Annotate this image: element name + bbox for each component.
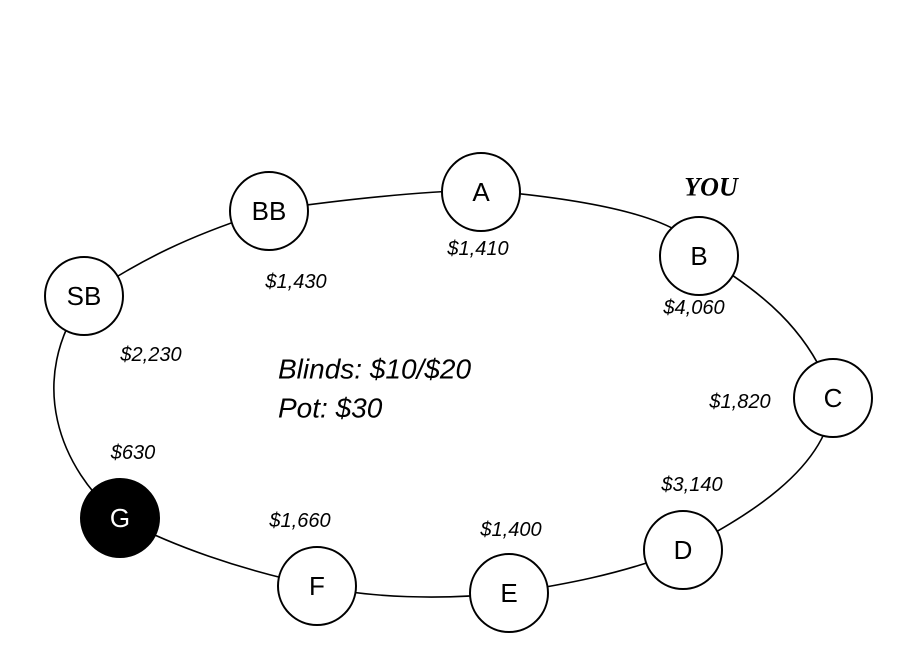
seat-f: F $1,660 <box>268 510 357 626</box>
pot-text: Pot: $30 <box>278 393 383 424</box>
seat-d: D $3,140 <box>643 474 723 590</box>
seat-g-label: G <box>110 503 130 533</box>
blinds-text: Blinds: $10/$20 <box>278 354 471 385</box>
seat-g-circle <box>80 478 160 558</box>
seat-a: A $1,410 <box>441 152 521 260</box>
seat-b: YOU B $4,060 <box>659 173 739 319</box>
seat-f-circle <box>277 546 357 626</box>
seat-g: G $630 <box>80 442 160 558</box>
seat-c-circle <box>793 358 873 438</box>
seat-b-circle <box>659 216 739 296</box>
table-outline <box>53 189 834 598</box>
seat-e-stack: $1,400 <box>479 519 541 541</box>
seat-c: C $1,820 <box>708 358 873 438</box>
seat-bb-label: BB <box>252 196 287 226</box>
seat-sb-circle <box>44 256 124 336</box>
seat-g-stack: $630 <box>110 442 156 464</box>
seat-sb: SB $2,230 <box>44 256 182 366</box>
you-label: YOU <box>684 173 739 202</box>
seat-sb-label: SB <box>67 281 102 311</box>
seat-a-label: A <box>472 177 490 207</box>
seat-b-label: B <box>690 241 707 271</box>
seat-bb-stack: $1,430 <box>264 271 326 293</box>
seat-sb-stack: $2,230 <box>119 344 181 366</box>
seat-d-label: D <box>674 535 693 565</box>
seat-a-stack: $1,410 <box>446 238 508 260</box>
seat-e: E $1,400 <box>469 519 549 633</box>
seat-b-stack: $4,060 <box>662 297 724 319</box>
seat-bb-circle <box>229 171 309 251</box>
seat-e-label: E <box>500 578 517 608</box>
seat-a-circle <box>441 152 521 232</box>
seat-d-circle <box>643 510 723 590</box>
seat-e-circle <box>469 553 549 633</box>
seat-d-stack: $3,140 <box>660 474 722 496</box>
seat-c-label: C <box>824 383 843 413</box>
seat-bb: BB $1,430 <box>229 171 327 293</box>
seat-f-stack: $1,660 <box>268 510 330 532</box>
seat-c-stack: $1,820 <box>708 391 770 413</box>
seat-f-label: F <box>309 571 325 601</box>
